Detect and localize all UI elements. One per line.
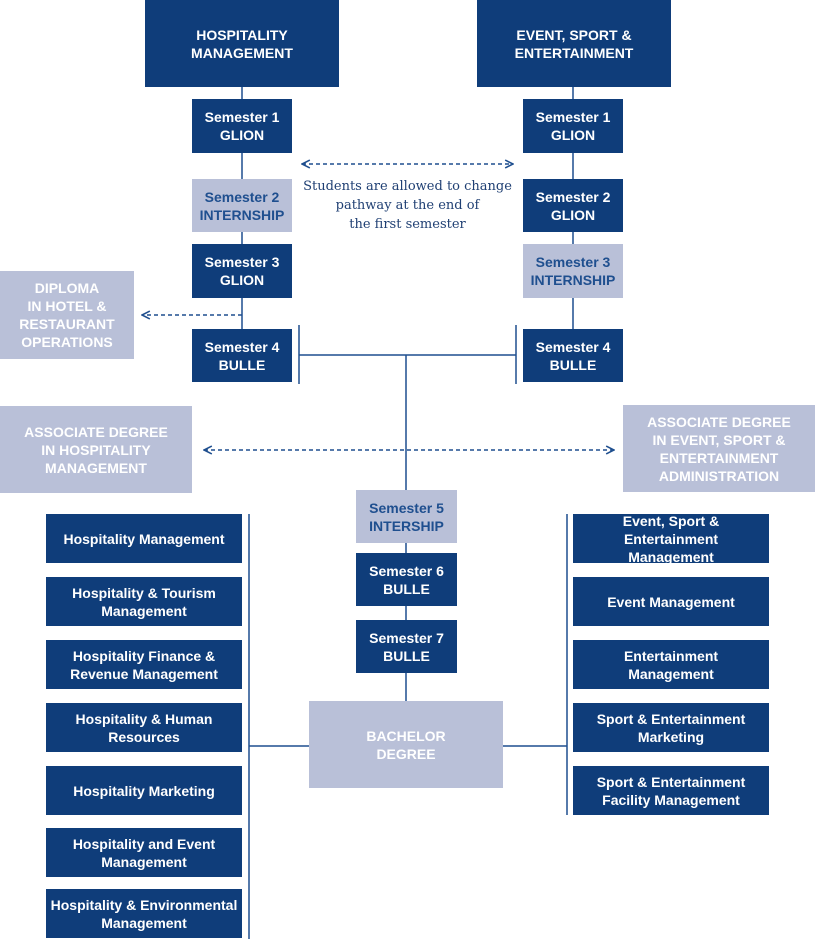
pathway-change-note: Students are allowed to change pathway a… bbox=[303, 179, 512, 232]
major-entertainment-management: Entertainment Management bbox=[573, 640, 769, 689]
hospitality-semester-1: Semester 1 GLION bbox=[192, 99, 292, 153]
major-hospitality-finance: Hospitality Finance & Revenue Management bbox=[46, 640, 242, 689]
major-hospitality-marketing: Hospitality Marketing bbox=[46, 766, 242, 815]
event-semester-2: Semester 2 GLION bbox=[523, 179, 623, 232]
pathway-event-sport-header: EVENT, SPORT & ENTERTAINMENT bbox=[477, 0, 671, 87]
bachelor-degree: BACHELOR DEGREE bbox=[309, 701, 503, 788]
major-hospitality-tourism: Hospitality & Tourism Management bbox=[46, 577, 242, 626]
major-sport-entertainment-marketing: Sport & Entertainment Marketing bbox=[573, 703, 769, 752]
major-hospitality-event: Hospitality and Event Management bbox=[46, 828, 242, 877]
hospitality-semester-4: Semester 4 BULLE bbox=[192, 329, 292, 382]
event-semester-3: Semester 3 INTERNSHIP bbox=[523, 244, 623, 298]
major-hospitality-management: Hospitality Management bbox=[46, 514, 242, 563]
semester-6: Semester 6 BULLE bbox=[356, 553, 457, 606]
semester-5: Semester 5 INTERSHIP bbox=[356, 490, 457, 543]
diploma-box: DIPLOMA IN HOTEL & RESTAURANT OPERATIONS bbox=[0, 271, 134, 359]
major-event-sport-entertainment: Event, Sport & Entertainment Management bbox=[573, 513, 769, 565]
hospitality-semester-2: Semester 2 INTERNSHIP bbox=[192, 179, 292, 232]
semester-7: Semester 7 BULLE bbox=[356, 620, 457, 673]
major-event-management: Event Management bbox=[573, 577, 769, 626]
major-sport-entertainment-facility: Sport & Entertainment Facility Managemen… bbox=[573, 766, 769, 815]
major-hospitality-human-resources: Hospitality & Human Resources bbox=[46, 703, 242, 752]
associate-degree-hospitality: ASSOCIATE DEGREE IN HOSPITALITY MANAGEME… bbox=[0, 406, 192, 493]
event-semester-1: Semester 1 GLION bbox=[523, 99, 623, 153]
hospitality-semester-3: Semester 3 GLION bbox=[192, 244, 292, 298]
event-semester-4: Semester 4 BULLE bbox=[523, 329, 623, 382]
major-hospitality-environmental: Hospitality & Environmental Management bbox=[46, 889, 242, 938]
associate-degree-event-sport: ASSOCIATE DEGREE IN EVENT, SPORT & ENTER… bbox=[623, 405, 815, 492]
pathway-hospitality-header: HOSPITALITY MANAGEMENT bbox=[145, 0, 339, 87]
